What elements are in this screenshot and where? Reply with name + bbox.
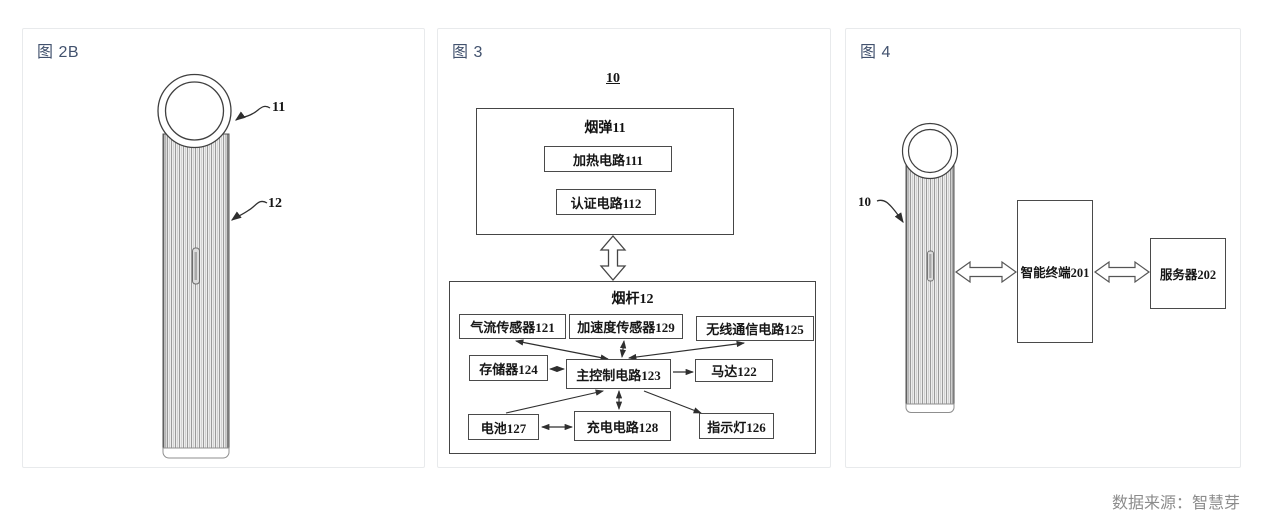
smart-terminal-box: 智能终端201: [1017, 200, 1093, 343]
device-base-cap: [162, 447, 230, 459]
figure-panel-4: 图 4: [845, 28, 1241, 468]
memory-box: 存储器124: [469, 355, 548, 381]
cartridge-label: 烟弹11: [584, 121, 626, 136]
cartridge-group-box: 烟弹11: [476, 108, 734, 235]
battery-box: 电池127: [468, 414, 539, 440]
link-wireless-mcu: [627, 340, 746, 361]
mouthpiece-ring: [157, 73, 232, 149]
link-battery-mcu: [505, 389, 605, 414]
data-source-caption: 数据来源：智慧芽: [1111, 495, 1240, 512]
device-base-cap: [905, 403, 955, 413]
stem-group-box: 烟杆12: [449, 281, 816, 454]
device-illustration-small: [901, 122, 959, 413]
callout-label-12: 12: [268, 196, 282, 211]
device-body: [162, 133, 230, 459]
block-diagram-connectors-icon: [505, 235, 746, 431]
link-mcu-indicator: [643, 390, 702, 414]
terminal-server-link-arrow: [1093, 260, 1151, 284]
main-control-circuit-box: 主控制电路123: [566, 359, 671, 389]
link-airflow-mcu: [514, 339, 610, 361]
stem-label: 烟杆12: [611, 292, 654, 307]
callout-leader-12: [230, 200, 268, 221]
charging-circuit-box: 充电电路128: [574, 411, 671, 441]
callout-label-11: 11: [272, 100, 286, 115]
figure-title: 图 4: [860, 44, 891, 61]
system-ref-label: 10: [606, 71, 620, 86]
auth-circuit-box: 认证电路112: [556, 189, 656, 215]
airflow-sensor-box: 气流传感器121: [459, 314, 566, 339]
system-diagram-icon: [876, 122, 1151, 413]
indicator-light-box: 指示灯126: [699, 413, 774, 439]
callout-leader-11: [234, 105, 271, 121]
device-terminal-link-arrow: [954, 260, 1018, 284]
accel-sensor-box: 加速度传感器129: [569, 314, 683, 339]
server-box: 服务器202: [1150, 238, 1226, 309]
callout-leader-10: [876, 199, 904, 224]
motor-box: 马达122: [695, 359, 773, 382]
cartridge-stem-link-arrow: [599, 235, 627, 281]
figure-panel-3: 图 3 10 烟弹11 加热电路111 认证电路112 烟杆12 气流: [437, 28, 831, 468]
heating-circuit-box: 加热电路111: [544, 146, 672, 172]
figure-panel-2b: 图 2B: [22, 28, 425, 468]
wireless-circuit-box: 无线通信电路125: [696, 316, 814, 341]
device-illustration-icon: [157, 73, 271, 459]
callout-label-10: 10: [858, 194, 871, 209]
figure-title: 图 3: [452, 44, 483, 61]
figure-title: 图 2B: [37, 44, 80, 61]
link-accel-mcu: [619, 339, 627, 359]
